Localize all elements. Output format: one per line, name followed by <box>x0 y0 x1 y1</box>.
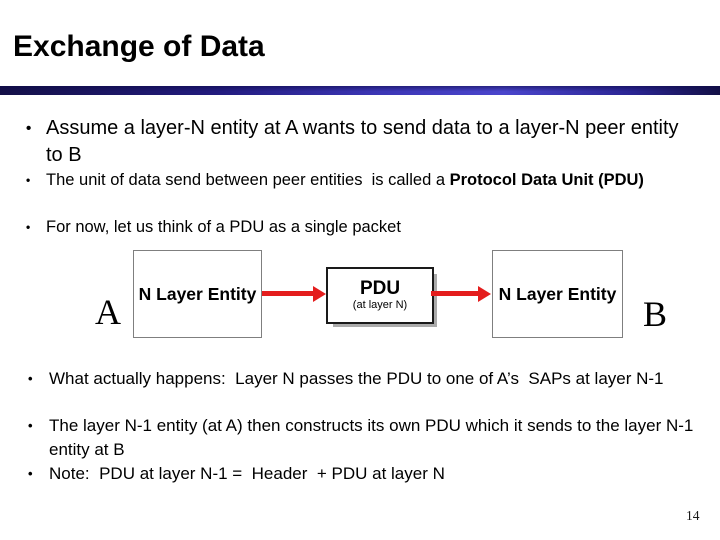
bullet-text-bold: Protocol Data Unit (PDU) <box>449 171 644 189</box>
page-number: 14 <box>686 508 700 523</box>
red-arrow-head-icon <box>478 285 491 302</box>
bullet-text: The layer N-1 entity (at A) then constru… <box>49 416 699 459</box>
bullet-icon: • <box>26 173 31 187</box>
node-label-a: A <box>95 292 121 332</box>
bullet-item-n1-entity: • The layer N-1 entity (at A) then const… <box>28 414 700 461</box>
bullet-icon: • <box>28 466 33 481</box>
bullet-item-assume: • Assume a layer-N entity at A wants to … <box>26 115 702 169</box>
bullet-icon: • <box>26 220 31 234</box>
bullet-text-normal: The unit of data send between peer entit… <box>46 171 450 189</box>
bullet-item-pdu-definition: • The unit of data send between peer ent… <box>26 169 690 191</box>
node-label-b: B <box>643 294 668 334</box>
page-title: Exchange of Data <box>13 30 265 63</box>
n-layer-entity-box-right: N Layer Entity <box>492 250 623 338</box>
bullet-item-note: • Note: PDU at layer N-1 = Header + PDU … <box>28 462 700 486</box>
title-divider <box>0 86 720 95</box>
bullet-text: Note: PDU at layer N-1 = Header + PDU at… <box>49 464 445 483</box>
bullet-item-what-happens: • What actually happens: Layer N passes … <box>28 367 700 391</box>
red-arrow-head-icon <box>313 285 326 302</box>
bullet-text: For now, let us think of a PDU as a sing… <box>46 218 401 236</box>
bullet-text: Assume a layer-N entity at A wants to se… <box>46 117 685 166</box>
red-arrow-shaft-left <box>262 291 314 296</box>
bullet-icon: • <box>28 418 33 433</box>
bullet-item-single-packet: • For now, let us think of a PDU as a si… <box>26 216 690 238</box>
n-layer-entity-box-left: N Layer Entity <box>133 250 262 338</box>
pdu-box-subtitle: (at layer N) <box>352 299 408 311</box>
pdu-box-title: PDU <box>359 278 401 299</box>
pdu-box: PDU (at layer N) <box>326 267 434 324</box>
bullet-icon: • <box>26 120 32 137</box>
red-arrow-shaft-right <box>431 291 479 296</box>
bullet-text: What actually happens: Layer N passes th… <box>49 369 664 388</box>
bullet-icon: • <box>28 371 33 386</box>
bullet-text: The unit of data send between peer entit… <box>46 169 644 191</box>
